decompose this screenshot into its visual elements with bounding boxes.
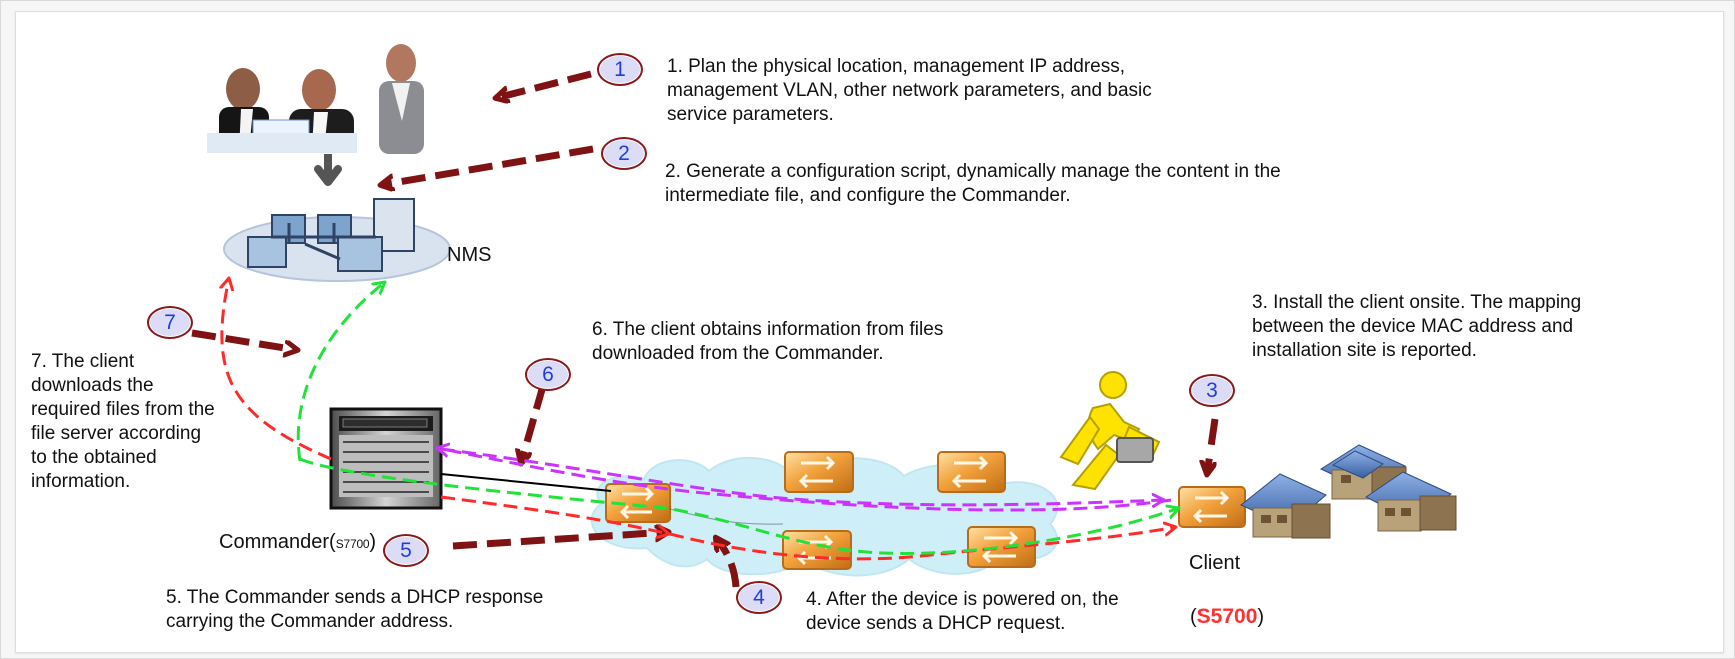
step-4-arrow — [716, 538, 740, 588]
commander-label-prefix: Commander( — [219, 531, 336, 553]
switch-left — [605, 483, 671, 523]
client-model-prefix: ( — [1190, 606, 1197, 628]
client-name-label: Client — [1189, 552, 1241, 574]
step-badge-2: 2 — [601, 137, 647, 170]
client-model-label: (S5700) — [1190, 581, 1264, 629]
client-switch-icon — [1178, 486, 1246, 528]
step-badge-6: 6 — [525, 358, 571, 391]
step-badge-4: 4 — [736, 581, 782, 614]
red-flow-to-nms — [222, 278, 332, 461]
nms-label: NMS — [447, 244, 492, 266]
switch-bottom-right — [967, 526, 1036, 568]
step-badge-5: 5 — [383, 534, 429, 567]
magenta-flow-to-commander — [437, 448, 1172, 512]
green-flow-to-client — [299, 457, 1179, 555]
step-6-arrow — [521, 385, 547, 463]
step-badge-3: 3 — [1189, 374, 1235, 407]
step-2-arrow — [381, 145, 594, 185]
step-1-text: 1. Plan the physical location, managemen… — [667, 56, 1152, 125]
step-5-arrow — [452, 532, 668, 550]
switch-center-left — [784, 451, 854, 493]
step-1-arrow — [496, 70, 592, 98]
switch-center-right — [937, 451, 1006, 493]
red-flow-dhcp-request — [440, 495, 669, 534]
step-4-text: 4. After the device is powered on, the d… — [806, 589, 1119, 634]
step-2-text: 2. Generate a configuration script, dyna… — [665, 161, 1281, 206]
installation-sites-icon — [1240, 444, 1457, 539]
step-5-text: 5. The Commander sends a DHCP response c… — [166, 587, 544, 632]
green-flow-to-nms — [296, 282, 385, 462]
red-flow-to-client — [669, 527, 1176, 561]
step-badge-7: 7 — [147, 306, 193, 339]
step-3-text: 3. Install the client onsite. The mappin… — [1252, 292, 1582, 361]
step-7-arrow — [191, 329, 297, 350]
step-6-text: 6. The client obtains information from f… — [592, 319, 944, 364]
step-badge-1: 1 — [597, 53, 643, 86]
step-3-arrow — [1207, 418, 1219, 474]
client-model: S5700 — [1196, 605, 1258, 628]
commander-model: S7700 — [335, 537, 370, 551]
planning-team-image — [207, 44, 462, 154]
field-engineer-icon — [1059, 371, 1161, 491]
commander-label-suffix: ) — [369, 531, 377, 553]
client-model-suffix: ) — [1257, 606, 1265, 628]
down-arrow-icon — [314, 165, 342, 186]
nms-network-icon — [223, 198, 451, 282]
step-7-text: 7. The client downloads the required fil… — [31, 351, 215, 492]
commander-device-icon — [329, 407, 443, 510]
commander-label: Commander(S7700) — [219, 506, 376, 556]
commander-link — [440, 473, 612, 492]
magenta-flow-to-client — [440, 447, 1164, 505]
